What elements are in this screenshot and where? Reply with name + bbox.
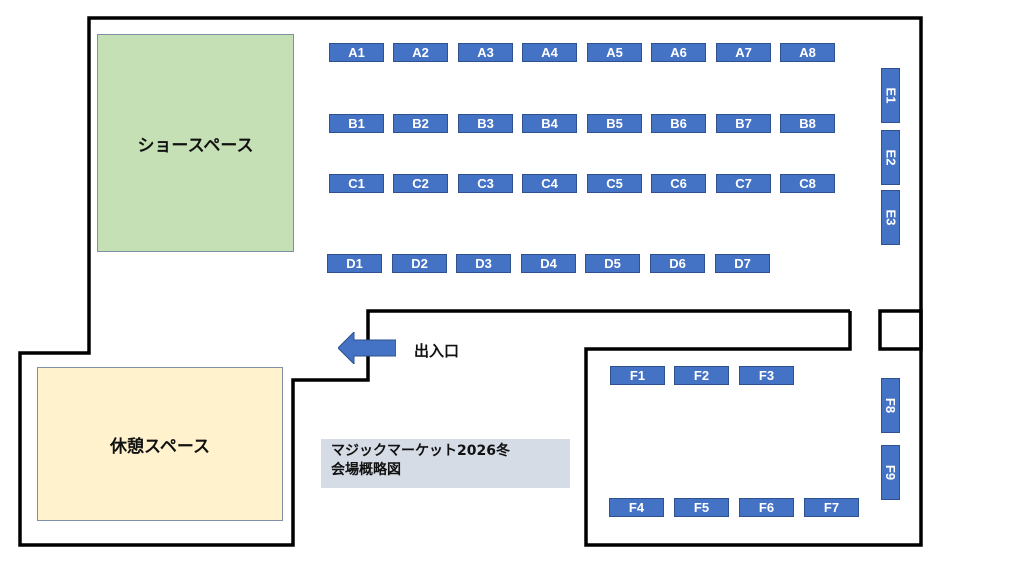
- booth-b2[interactable]: B2: [393, 114, 448, 133]
- booth-b5[interactable]: B5: [587, 114, 642, 133]
- booth-label: C4: [541, 176, 558, 191]
- booth-label: C5: [606, 176, 623, 191]
- booth-label: C1: [348, 176, 365, 191]
- booth-label: F8: [882, 397, 898, 414]
- map-title: マジックマーケット2026冬 会場概略図: [321, 439, 570, 488]
- booth-a7[interactable]: A7: [716, 43, 771, 62]
- pillar-box: [878, 309, 923, 351]
- booth-a5[interactable]: A5: [587, 43, 642, 62]
- entrance-label: 出入口: [414, 342, 460, 360]
- rest-space-zone: 休憩スペース: [37, 367, 283, 521]
- booth-label: B3: [477, 116, 494, 131]
- booth-label: C2: [412, 176, 429, 191]
- booth-label: A2: [412, 45, 429, 60]
- booth-label: B8: [799, 116, 816, 131]
- booth-label: B4: [541, 116, 558, 131]
- outer-wall: [18, 16, 923, 547]
- booth-label: D7: [734, 256, 751, 271]
- map-title-line1: マジックマーケット2026冬: [331, 443, 510, 459]
- booth-f7[interactable]: F7: [804, 498, 859, 517]
- booth-f5[interactable]: F5: [674, 498, 729, 517]
- booth-label: E1: [883, 87, 898, 104]
- booth-label: F6: [758, 500, 775, 515]
- booth-label: A7: [735, 45, 752, 60]
- booth-c8[interactable]: C8: [780, 174, 835, 193]
- booth-e3[interactable]: E3: [881, 190, 900, 245]
- booth-label: D6: [669, 256, 686, 271]
- booth-label: A6: [670, 45, 687, 60]
- booth-label: A4: [541, 45, 558, 60]
- booth-f4[interactable]: F4: [609, 498, 664, 517]
- booth-e1[interactable]: E1: [881, 68, 900, 123]
- booth-label: B6: [670, 116, 687, 131]
- map-title-line2: 会場概略図: [331, 462, 401, 478]
- booth-a3[interactable]: A3: [458, 43, 513, 62]
- booth-label: D4: [540, 256, 557, 271]
- booth-label: F3: [758, 368, 775, 383]
- booth-label: F1: [629, 368, 646, 383]
- booth-label: A3: [477, 45, 494, 60]
- rest-space-label: 休憩スペース: [110, 436, 210, 457]
- booth-f3[interactable]: F3: [739, 366, 794, 385]
- booth-label: A1: [348, 45, 365, 60]
- booth-label: B1: [348, 116, 365, 131]
- booth-b7[interactable]: B7: [716, 114, 771, 133]
- booth-b3[interactable]: B3: [458, 114, 513, 133]
- booth-label: D1: [346, 256, 363, 271]
- booth-label: C7: [735, 176, 752, 191]
- booth-c1[interactable]: C1: [329, 174, 384, 193]
- booth-d2[interactable]: D2: [392, 254, 447, 273]
- booth-f1[interactable]: F1: [610, 366, 665, 385]
- booth-d1[interactable]: D1: [327, 254, 382, 273]
- booth-label: A8: [799, 45, 816, 60]
- show-space-label: ショースペース: [137, 135, 254, 156]
- booth-f6[interactable]: F6: [739, 498, 794, 517]
- booth-a4[interactable]: A4: [522, 43, 577, 62]
- booth-d5[interactable]: D5: [585, 254, 640, 273]
- show-space-zone: ショースペース: [97, 34, 294, 252]
- booth-label: F7: [823, 500, 840, 515]
- booth-label: D3: [475, 256, 492, 271]
- booth-label: A5: [606, 45, 623, 60]
- booth-b6[interactable]: B6: [651, 114, 706, 133]
- booth-e2[interactable]: E2: [881, 130, 900, 185]
- booth-label: E3: [883, 209, 898, 226]
- booth-label: B7: [735, 116, 752, 131]
- booth-b8[interactable]: B8: [780, 114, 835, 133]
- booth-f2[interactable]: F2: [674, 366, 729, 385]
- booth-a6[interactable]: A6: [651, 43, 706, 62]
- booth-label: D5: [604, 256, 621, 271]
- booth-a2[interactable]: A2: [393, 43, 448, 62]
- booth-f8[interactable]: F8: [881, 378, 900, 433]
- booth-a8[interactable]: A8: [780, 43, 835, 62]
- booth-label: B5: [606, 116, 623, 131]
- arrow-left-icon: [338, 332, 396, 364]
- booth-d3[interactable]: D3: [456, 254, 511, 273]
- booth-label: F9: [882, 464, 898, 481]
- booth-c2[interactable]: C2: [393, 174, 448, 193]
- booth-label: C8: [799, 176, 816, 191]
- booth-c7[interactable]: C7: [716, 174, 771, 193]
- booth-c6[interactable]: C6: [651, 174, 706, 193]
- booth-b4[interactable]: B4: [522, 114, 577, 133]
- booth-label: D2: [411, 256, 428, 271]
- booth-c3[interactable]: C3: [458, 174, 513, 193]
- booth-label: B2: [412, 116, 429, 131]
- booth-b1[interactable]: B1: [329, 114, 384, 133]
- booth-d6[interactable]: D6: [650, 254, 705, 273]
- booth-label: E2: [883, 149, 898, 166]
- booth-c4[interactable]: C4: [522, 174, 577, 193]
- booth-label: F4: [628, 500, 645, 515]
- booth-label: C3: [477, 176, 494, 191]
- booth-label: C6: [670, 176, 687, 191]
- booth-label: F5: [693, 500, 710, 515]
- booth-d7[interactable]: D7: [715, 254, 770, 273]
- booth-c5[interactable]: C5: [587, 174, 642, 193]
- booth-label: F2: [693, 368, 710, 383]
- booth-d4[interactable]: D4: [521, 254, 576, 273]
- booth-f9[interactable]: F9: [881, 445, 900, 500]
- booth-a1[interactable]: A1: [329, 43, 384, 62]
